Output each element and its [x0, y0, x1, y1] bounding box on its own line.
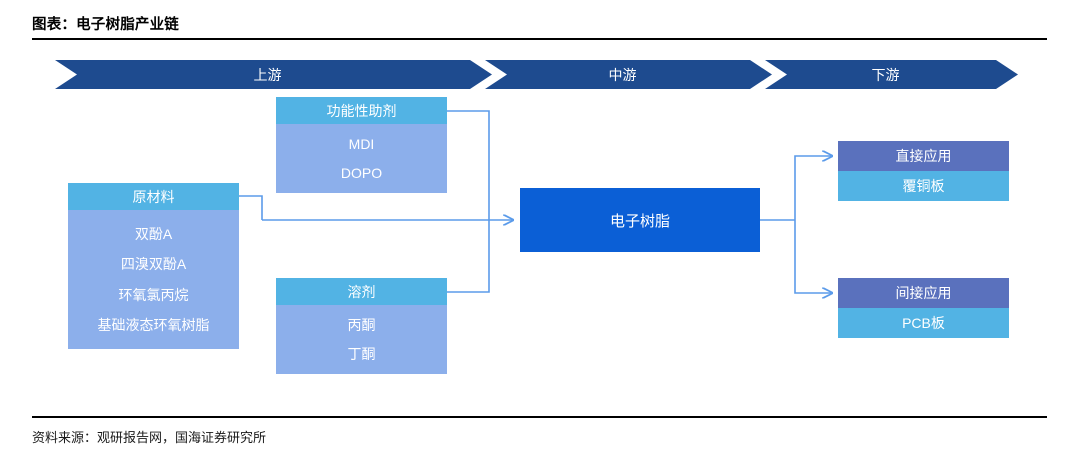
stage-chevron-upstream: 上游: [55, 60, 492, 89]
list-item: 覆铜板: [902, 178, 945, 194]
group-raw-materials[interactable]: 原材料 双酚A 四溴双酚A 环氧氯丙烷 基础液态环氧树脂: [68, 183, 239, 349]
group-body-solvents: 丙酮 丁酮: [276, 305, 447, 374]
group-body-raw-materials: 双酚A 四溴双酚A 环氧氯丙烷 基础液态环氧树脂: [68, 210, 239, 349]
list-item: MDI: [348, 136, 375, 153]
list-item: 丙酮: [347, 317, 376, 334]
list-item: 四溴双酚A: [120, 256, 187, 273]
group-header-indirect-application: 间接应用: [838, 278, 1009, 308]
list-item: 环氧氯丙烷: [118, 286, 189, 303]
list-item: 基础液态环氧树脂: [97, 316, 210, 333]
title-divider: [32, 38, 1047, 40]
node-label-electronic-resin: 电子树脂: [609, 212, 670, 230]
edge-rawmaterials-to-resin: [239, 195, 263, 220]
footer-divider: [32, 416, 1047, 418]
edge-additives-to-resin: [447, 110, 490, 220]
group-title-direct-application: 直接应用: [895, 148, 952, 164]
list-item: 丁酮: [347, 345, 376, 362]
group-direct-application[interactable]: 直接应用 覆铜板: [838, 141, 1009, 201]
group-header-direct-application: 直接应用: [838, 141, 1009, 171]
group-body-indirect-application: PCB板: [838, 308, 1009, 338]
list-item: DOPO: [340, 164, 383, 181]
group-solvents[interactable]: 溶剂 丙酮 丁酮: [276, 278, 447, 374]
group-header-functional-additives: 功能性助剂: [276, 97, 447, 124]
page-title: 图表：电子树脂产业链: [32, 17, 179, 33]
source-note: 资料来源：观研报告网，国海证券研究所: [32, 430, 267, 445]
stage-banner: 上游 中游 下游: [55, 60, 1018, 89]
stage-chevron-midstream: 中游: [485, 60, 772, 89]
group-body-functional-additives: MDI DOPO: [276, 124, 447, 193]
edge-resin-to-direct: [794, 156, 832, 220]
stage-chevron-downstream: 下游: [765, 60, 1018, 89]
group-title-indirect-application: 间接应用: [895, 285, 952, 301]
group-indirect-application[interactable]: 间接应用 PCB板: [838, 278, 1009, 338]
stage-label-upstream: 上游: [253, 66, 282, 83]
group-header-solvents: 溶剂: [276, 278, 447, 305]
group-functional-additives[interactable]: 功能性助剂 MDI DOPO: [276, 97, 447, 193]
group-body-direct-application: 覆铜板: [838, 171, 1009, 201]
stage-label-midstream: 中游: [608, 66, 637, 83]
group-title-raw-materials: 原材料: [132, 188, 175, 205]
edge-solvents-to-resin: [447, 220, 490, 293]
group-header-raw-materials: 原材料: [68, 183, 239, 210]
stage-label-downstream: 下游: [871, 66, 900, 83]
node-electronic-resin[interactable]: 电子树脂: [520, 188, 760, 252]
group-title-solvents: 溶剂: [347, 283, 376, 300]
list-item: 双酚A: [134, 226, 173, 243]
list-item: PCB板: [902, 315, 945, 331]
edge-resin-to-indirect: [794, 220, 832, 293]
group-title-functional-additives: 功能性助剂: [326, 102, 397, 119]
